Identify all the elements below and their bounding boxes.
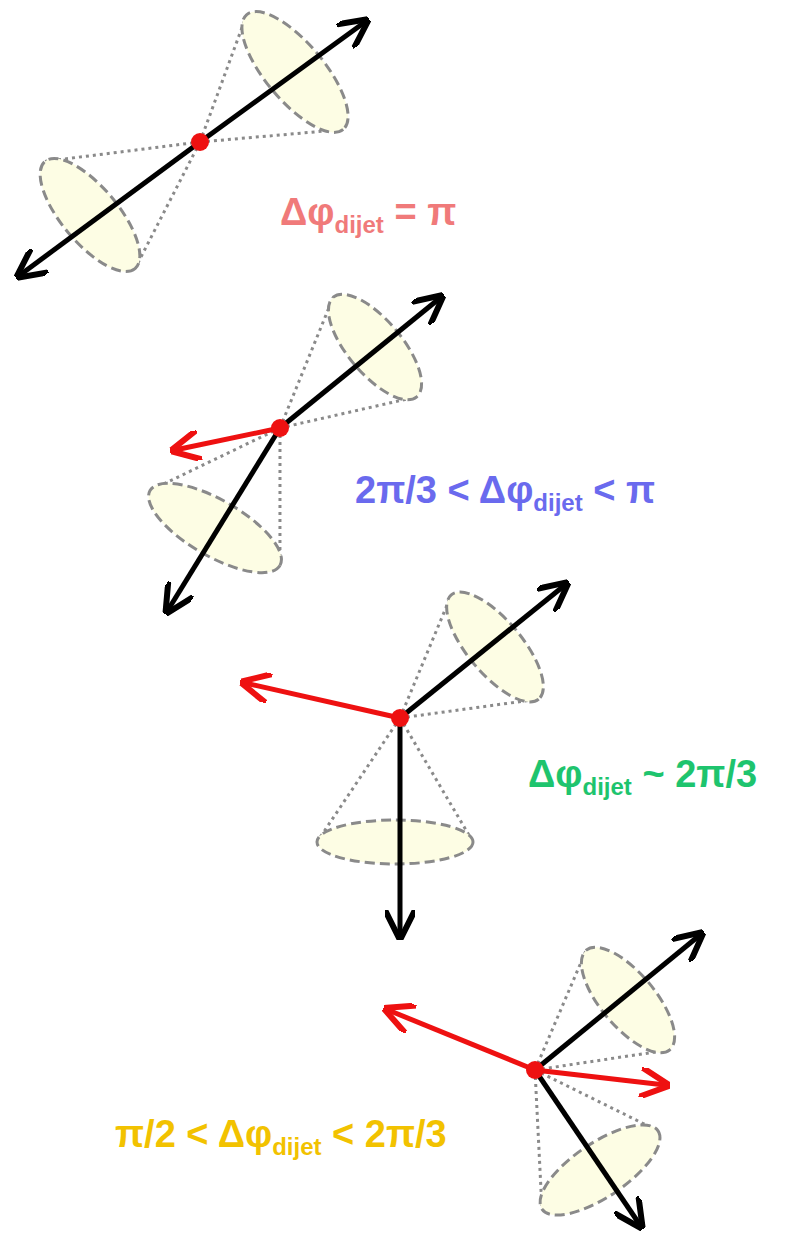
- label-text: 2π/3 < Δφ: [355, 469, 533, 511]
- cone-edge: [535, 1070, 542, 1209]
- jet-arrow: [398, 718, 403, 935]
- dphi-label: 2π/3 < Δφdijet < π: [355, 468, 655, 518]
- label-text: = π: [384, 191, 456, 233]
- vertex-dot: [526, 1061, 544, 1079]
- radiation-arrow: [388, 1010, 535, 1070]
- label-text: ~ 2π/3: [632, 753, 757, 795]
- dphi-label: Δφdijet = π: [280, 190, 456, 240]
- cone-edge: [278, 428, 281, 566]
- label-text: Δφ: [280, 191, 335, 233]
- jet-arrow: [280, 298, 440, 428]
- subscript-text: dijet: [335, 211, 384, 238]
- vertex-dot: [191, 133, 209, 151]
- radiation-arrow: [175, 428, 280, 450]
- jet-arrow: [168, 428, 280, 610]
- cone-edge: [135, 142, 200, 269]
- jet-cone-ellipse: [24, 143, 157, 286]
- radiation-arrow: [245, 683, 400, 718]
- jet-arrow: [200, 22, 365, 142]
- jet-cone-ellipse: [136, 466, 294, 589]
- jet-arrow: [535, 935, 700, 1070]
- subscript-text: dijet: [272, 1133, 321, 1160]
- dphi-label: Δφdijet ~ 2π/3: [528, 752, 757, 802]
- label-text: π/2 < Δφ: [115, 1113, 272, 1155]
- jet-arrow: [400, 585, 565, 718]
- jet-cone-ellipse: [566, 933, 691, 1067]
- jet-cone-ellipse: [317, 820, 473, 864]
- subscript-text: dijet: [533, 489, 582, 516]
- vertex-dot: [271, 419, 289, 437]
- label-text: < 2π/3: [322, 1113, 447, 1155]
- dphi-label: π/2 < Δφdijet < 2π/3: [115, 1112, 447, 1162]
- jet-cone-ellipse: [313, 280, 438, 414]
- label-text: < π: [583, 469, 655, 511]
- vertex-dot: [391, 709, 409, 727]
- jet-arrow: [535, 1070, 640, 1225]
- label-text: Δφ: [528, 753, 583, 795]
- jet-arrow: [20, 142, 200, 275]
- jet-cone-ellipse: [431, 578, 560, 717]
- radiation-arrow: [535, 1070, 665, 1085]
- subscript-text: dijet: [583, 773, 632, 800]
